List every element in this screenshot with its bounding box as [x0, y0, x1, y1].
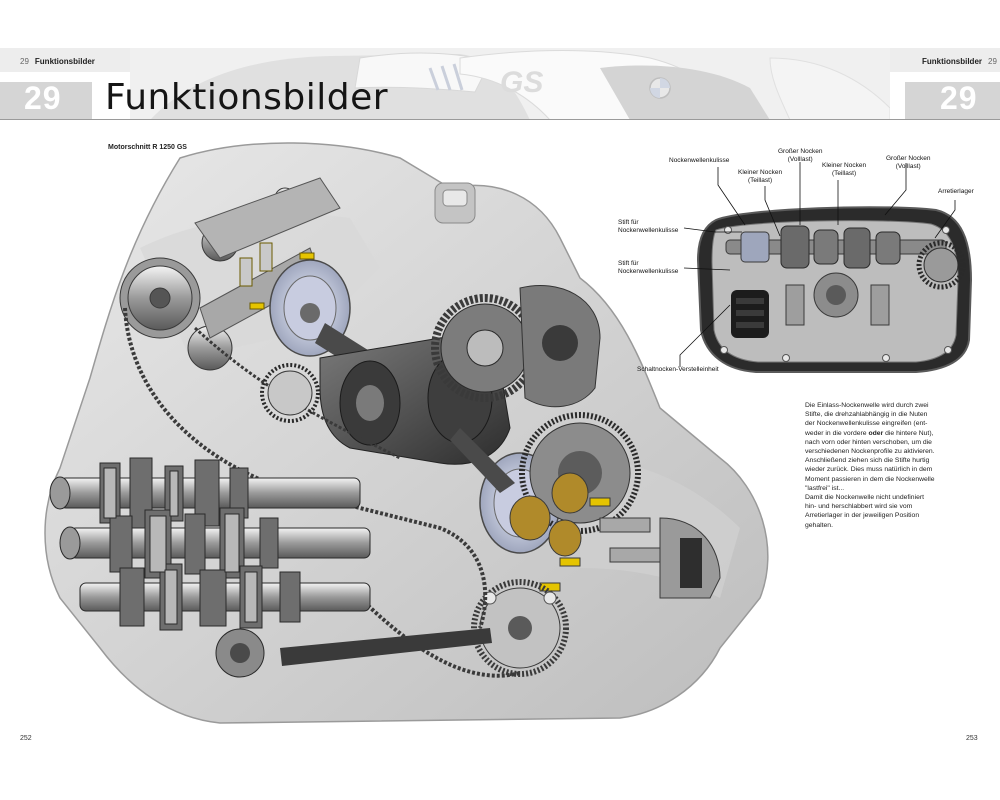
- header-right: Funktionsbilder 29: [922, 57, 997, 66]
- motorcycle-header-photo: GS: [130, 48, 890, 120]
- callout-schaltnocken: Schaltnocken-Verstelleinheit: [637, 366, 719, 373]
- engine-caption: Motorschnitt R 1250 GS: [108, 144, 187, 151]
- chapter-box-right: [905, 82, 1000, 120]
- svg-text:GS: GS: [500, 66, 543, 99]
- header-right-page-number: 29: [988, 57, 997, 66]
- page-number-left: 252: [20, 735, 32, 742]
- header-left: 29 Funktionsbilder: [20, 57, 95, 66]
- callout-stift-2: Stift für Nockenwellenkulisse: [618, 260, 679, 275]
- page-title: Funktionsbilder: [105, 77, 389, 118]
- page-number-right: 253: [966, 735, 978, 742]
- callout-kleiner-nocken-1: Kleiner Nocken (Teillast): [738, 169, 783, 184]
- header-left-section: Funktionsbilder: [34, 57, 95, 66]
- engine-cutaway-illustration: [44, 142, 769, 724]
- chapter-number-right: 29: [940, 80, 978, 116]
- callout-arretierlager: Arretierlager: [938, 188, 974, 195]
- chapter-box-left: [0, 82, 92, 120]
- chapter-number-left: 29: [24, 80, 62, 116]
- callout-grosser-nocken-1: Großer Nocken (Volllast): [778, 148, 823, 163]
- cylinder-head-inset-photo: [696, 206, 973, 373]
- callout-kleiner-nocken-2: Kleiner Nocken (Teillast): [822, 162, 867, 177]
- callout-grosser-nocken-2: Großer Nocken (Volllast): [886, 155, 931, 170]
- callout-stift-1: Stift für Nockenwellenkulisse: [618, 219, 679, 234]
- header-right-section: Funktionsbilder: [922, 57, 982, 66]
- description-paragraph: Die Einlass-Nockenwelle wird durch zwei …: [805, 402, 935, 529]
- header-left-page-number: 29: [20, 57, 29, 66]
- callout-nockenwellenkulisse: Nockenwellenkulisse: [669, 157, 730, 164]
- header-rule: [0, 119, 1000, 120]
